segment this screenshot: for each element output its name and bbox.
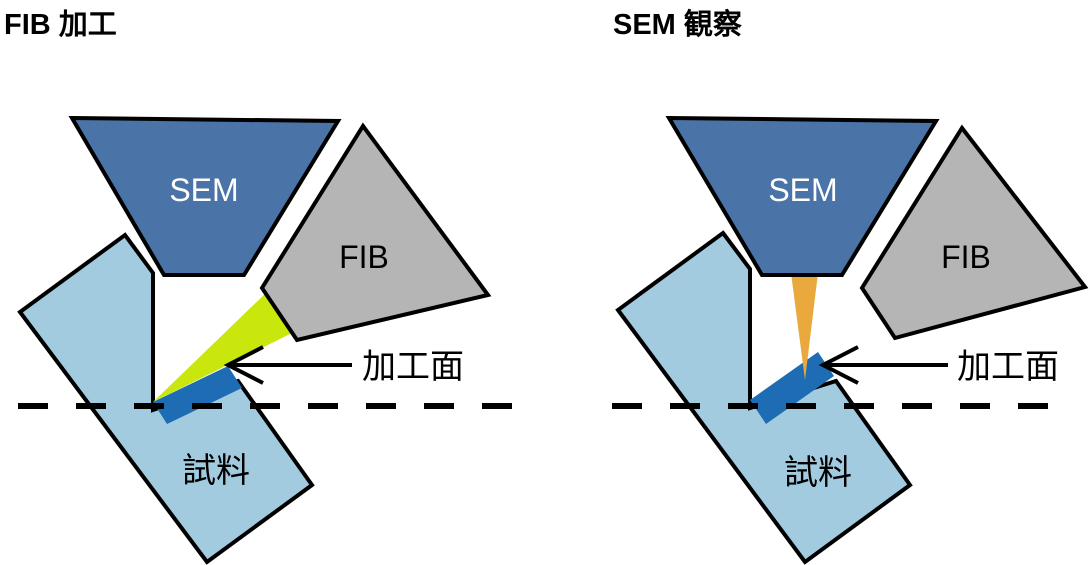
milled-face-right (750, 352, 834, 424)
surface-label-right: 加工面 (957, 348, 1059, 386)
sem-column-right (665, 115, 940, 277)
fib-label-left: FIB (339, 239, 389, 275)
sample-shape-left (17, 232, 315, 565)
fib-label-right: FIB (941, 239, 991, 275)
panel-title-fib-milling: FIB 加工 (4, 8, 117, 41)
surface-label-left: 加工面 (362, 348, 464, 386)
sample-shape-right (615, 230, 913, 565)
sample-label-left: 試料 (182, 452, 250, 490)
sem-column-left (68, 115, 342, 277)
sem-label-left: SEM (169, 172, 238, 208)
fib-column-right (859, 124, 1089, 341)
milled-face-left (153, 366, 242, 424)
surface-arrow-right (818, 345, 948, 385)
electron-beam-right (791, 273, 818, 380)
fib-column-left (259, 122, 492, 343)
sem-label-right: SEM (768, 172, 837, 208)
sample-label-right: 試料 (784, 454, 852, 492)
ion-beam-left (153, 291, 296, 402)
panel-fib-milling: FIB 加工 SEM FIB 試料 加工面 (4, 8, 523, 565)
panel-title-sem-observation: SEM 観察 (613, 7, 743, 41)
panel-sem-observation: SEM 観察 SEM FIB 試料 加工面 (612, 7, 1089, 565)
surface-arrow-left (223, 345, 352, 385)
